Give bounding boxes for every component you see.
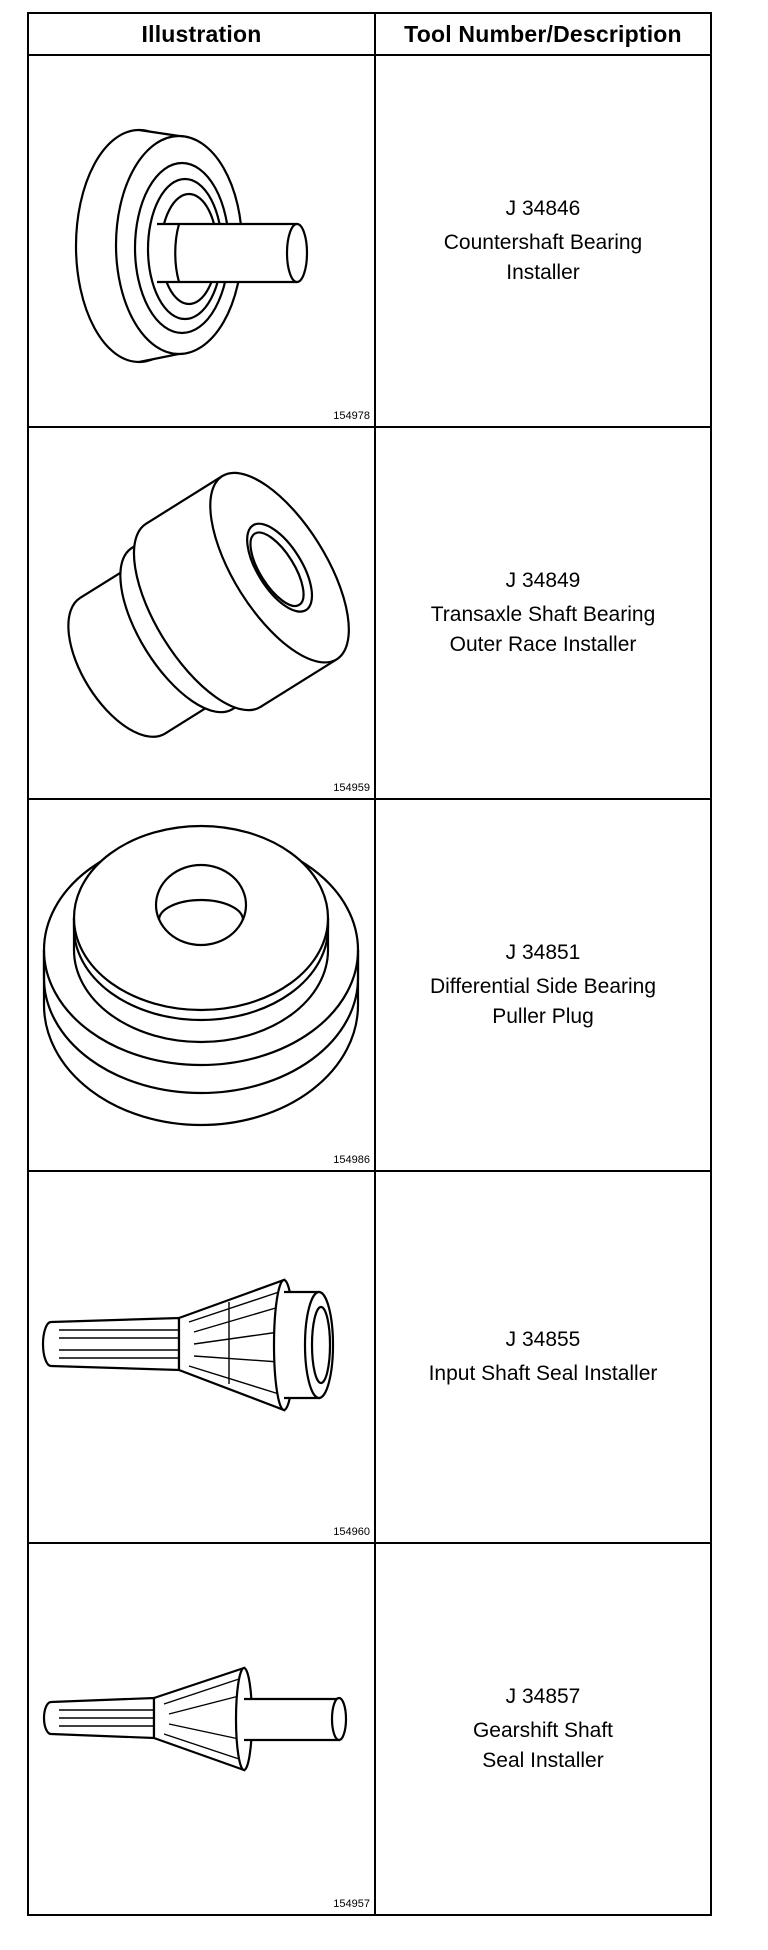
table-row: 154978 J 34846 Countershaft Bearing Inst…	[29, 56, 710, 428]
input-shaft-seal-installer-illustration	[41, 1278, 335, 1412]
table-row: 154960 J 34855 Input Shaft Seal Installe…	[29, 1172, 710, 1544]
illustration-cell: 154960	[29, 1172, 376, 1542]
tool-number: J 34857	[505, 1685, 581, 1708]
gearshift-shaft-seal-installer-illustration	[42, 1666, 348, 1772]
tool-table: Illustration Tool Number/Description 154…	[27, 12, 712, 1916]
tool-number: J 34851	[505, 941, 581, 964]
figure-number: 154957	[333, 1898, 370, 1910]
tool-description-line1: Differential Side Bearing	[429, 975, 657, 998]
figure-number: 154960	[333, 1526, 370, 1538]
illustration-cell: 154986	[29, 800, 376, 1170]
tool-description-line1: Transaxle Shaft Bearing	[430, 603, 656, 626]
tool-description-cell: J 34851 Differential Side Bearing Puller…	[376, 800, 710, 1170]
table-row: 154986 J 34851 Differential Side Bearing…	[29, 800, 710, 1172]
tool-description-line1: Gearshift Shaft	[472, 1719, 614, 1742]
tool-number: J 34855	[505, 1328, 581, 1351]
tool-description-line2: Installer	[506, 261, 580, 284]
table-row: 154959 J 34849 Transaxle Shaft Bearing O…	[29, 428, 710, 800]
tool-description-line1: Countershaft Bearing	[443, 231, 643, 254]
table-row: 154957 J 34857 Gearshift Shaft Seal Inst…	[29, 1544, 710, 1914]
illustration-cell: 154959	[29, 428, 376, 798]
illustration-cell: 154957	[29, 1544, 376, 1914]
tool-description-cell: J 34849 Transaxle Shaft Bearing Outer Ra…	[376, 428, 710, 798]
figure-number: 154986	[333, 1154, 370, 1166]
tool-description-cell: J 34846 Countershaft Bearing Installer	[376, 56, 710, 426]
tool-description-cell: J 34857 Gearshift Shaft Seal Installer	[376, 1544, 710, 1914]
tool-description-cell: J 34855 Input Shaft Seal Installer	[376, 1172, 710, 1542]
tool-number: J 34849	[505, 569, 581, 592]
figure-number: 154959	[333, 782, 370, 794]
illustration-cell: 154978	[29, 56, 376, 426]
header-tool-description: Tool Number/Description	[404, 20, 682, 47]
tool-number: J 34846	[505, 197, 581, 220]
tool-description-line2: Outer Race Installer	[449, 633, 637, 656]
table-header: Illustration Tool Number/Description	[29, 14, 710, 56]
header-illustration: Illustration	[29, 14, 376, 54]
figure-number: 154978	[333, 410, 370, 422]
tool-description-line2: Seal Installer	[482, 1749, 604, 1772]
countershaft-bearing-installer-illustration	[74, 128, 309, 364]
puller-plug-illustration	[42, 824, 360, 1127]
tool-description-line2: Puller Plug	[492, 1005, 594, 1028]
outer-race-installer-illustration	[67, 471, 350, 738]
tool-description-line1: Input Shaft Seal Installer	[428, 1362, 658, 1385]
